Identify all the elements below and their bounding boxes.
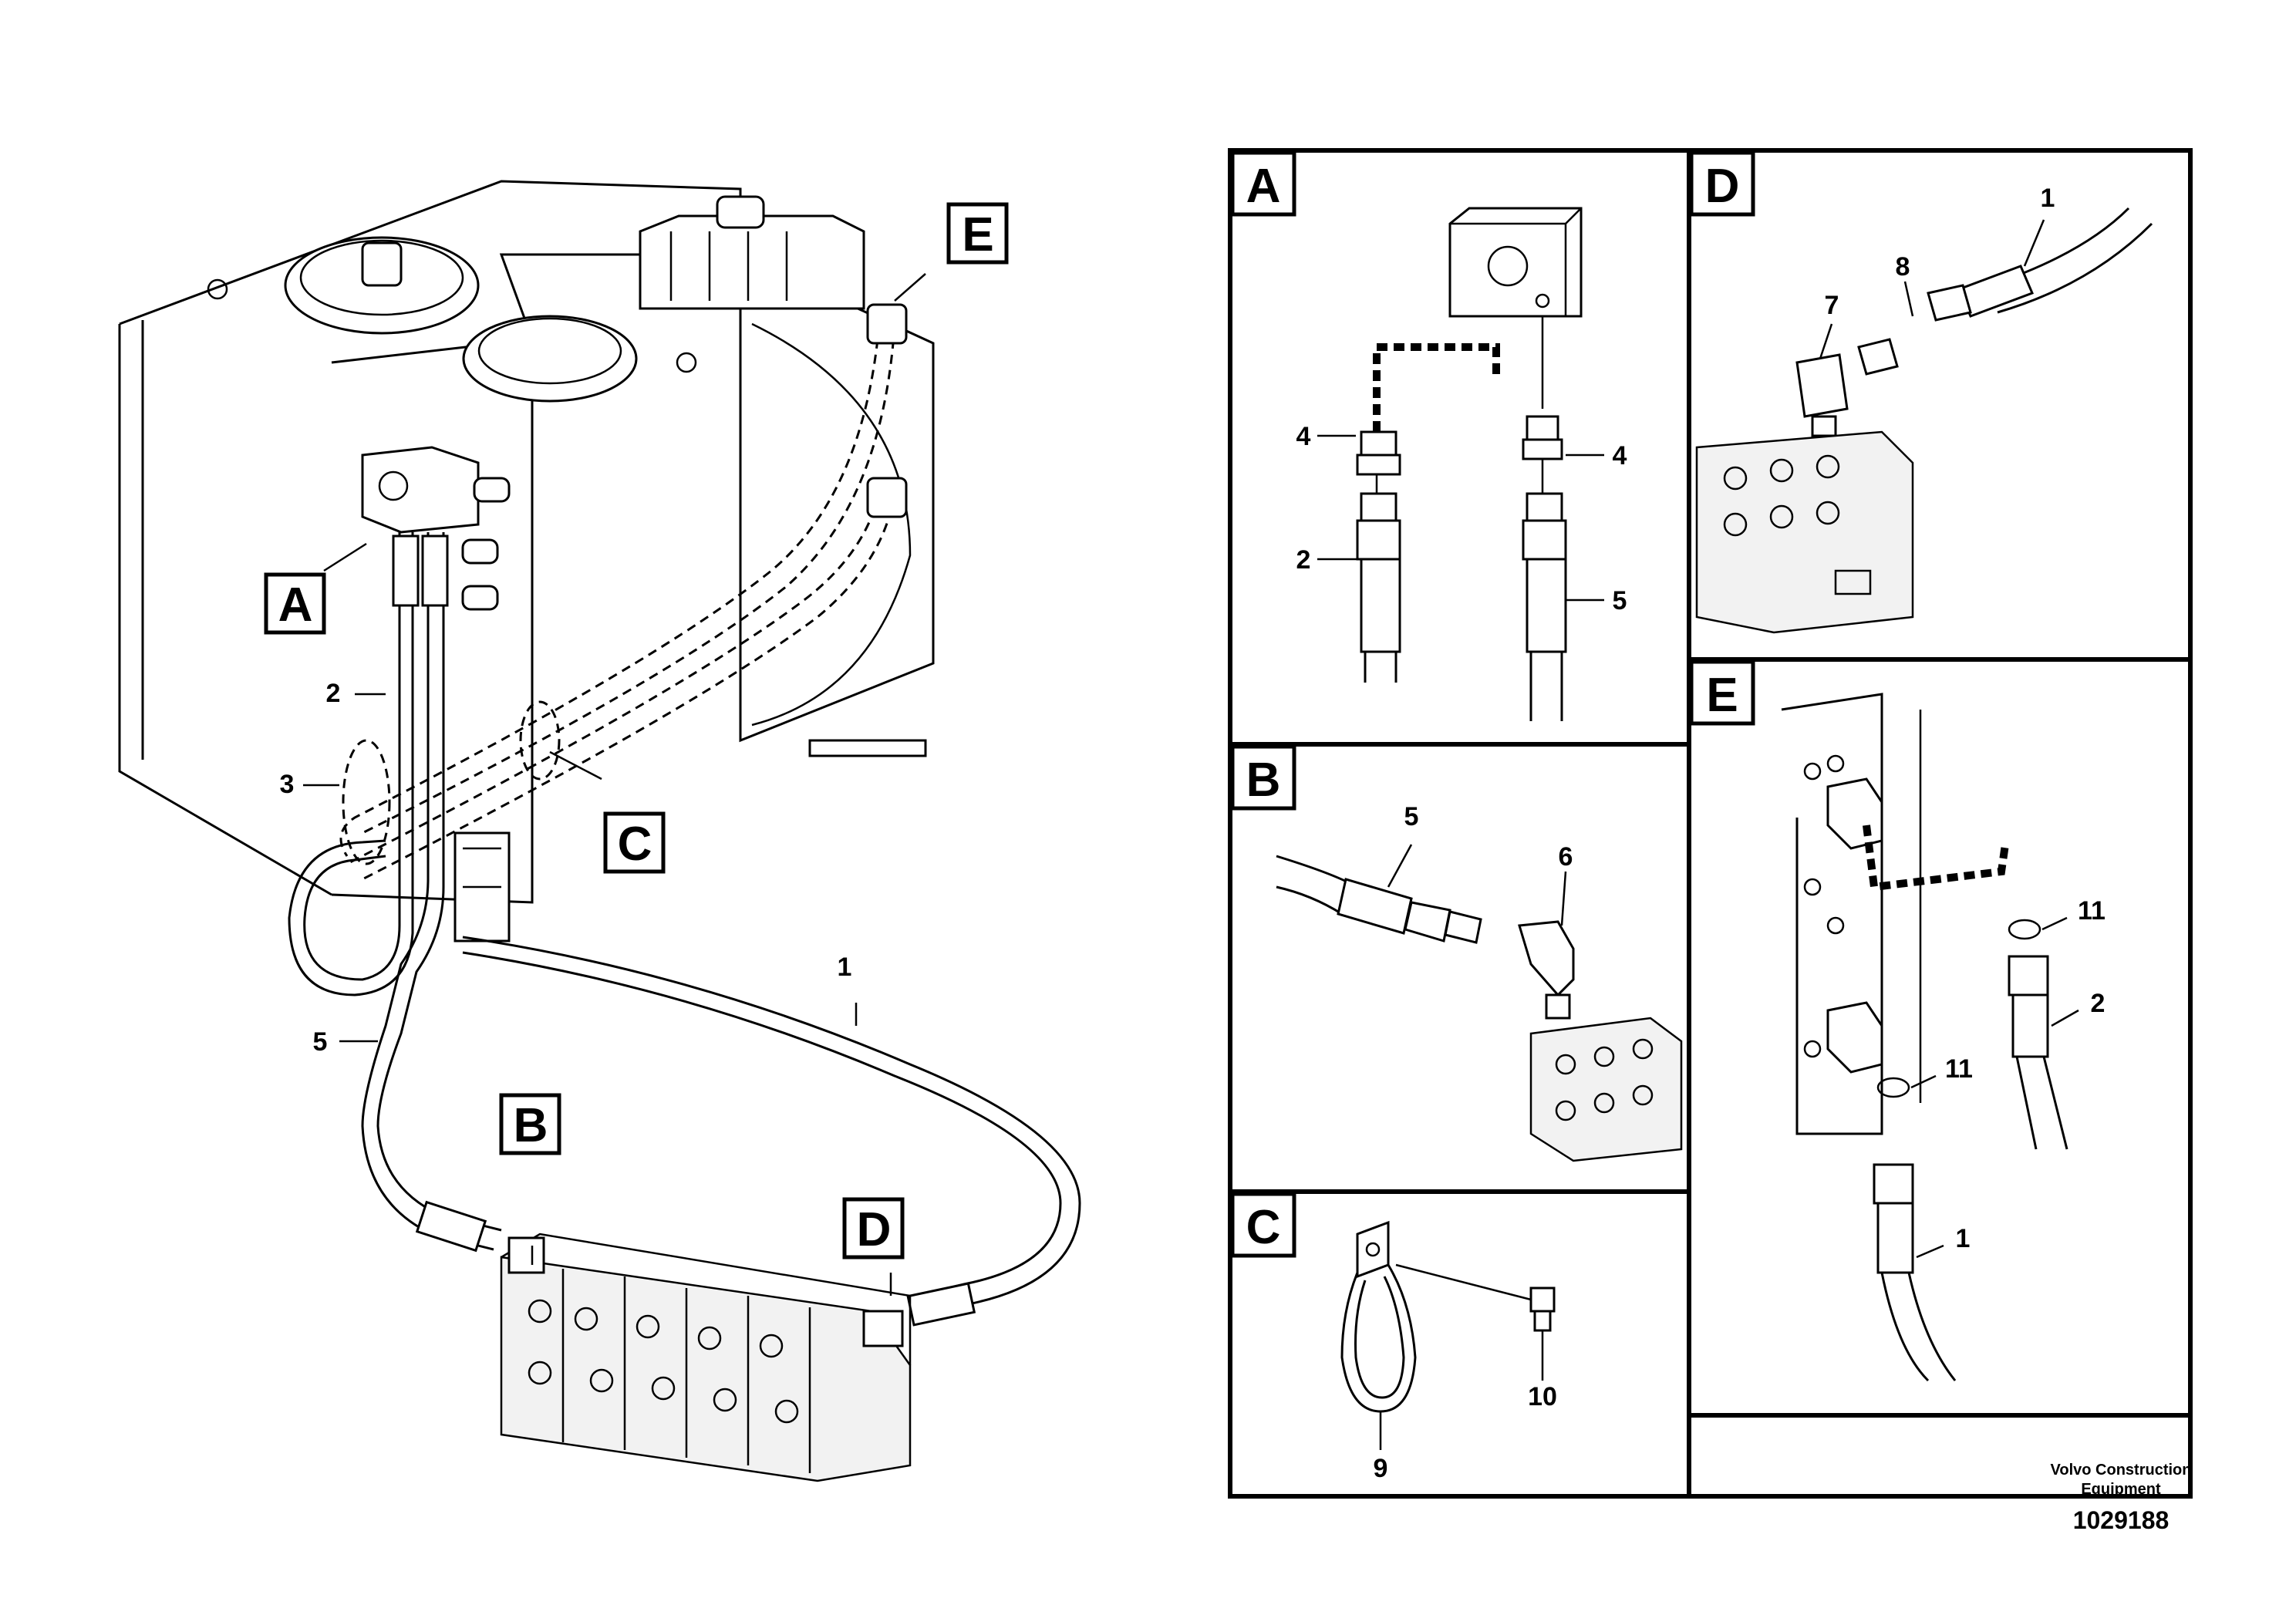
callout-c-9: 9 (1374, 1454, 1388, 1483)
tag-e-main: E (962, 208, 993, 261)
tag-d-detail: D (1705, 160, 1740, 213)
detail-e: E 11 2 11 1 (1689, 659, 2106, 1382)
callout-d-1: 1 (2041, 184, 2055, 213)
detail-b: B 5 6 (1230, 744, 1683, 1162)
callout-5: 5 (313, 1027, 328, 1057)
callout-b-6: 6 (1559, 842, 1573, 872)
callout-c-10: 10 (1528, 1382, 1557, 1411)
company-name-line2: Equipment (2081, 1481, 2161, 1498)
main-view: A B C D E 1 2 3 5 (118, 180, 1081, 1482)
callout-d-7: 7 (1825, 291, 1839, 320)
callout-e-11-lower: 11 (1945, 1054, 1973, 1084)
callout-e-2: 2 (2091, 989, 2106, 1018)
callout-a-5: 5 (1613, 586, 1627, 615)
tag-a-detail: A (1246, 160, 1281, 213)
detail-d: D 1 8 7 (1689, 150, 2153, 634)
drawing-number: 1029188 (2073, 1506, 2170, 1534)
control-valve-bank (500, 1233, 912, 1482)
tag-e-detail: E (1706, 669, 1738, 722)
tag-d-main: D (857, 1203, 892, 1256)
detail-c: C 10 9 (1230, 1192, 1557, 1483)
callout-a-4-left: 4 (1296, 422, 1311, 451)
tag-a-main: A (278, 578, 313, 632)
company-name-line1: Volvo Construction (2051, 1462, 2192, 1479)
callout-1: 1 (838, 953, 852, 982)
tag-c-detail: C (1246, 1201, 1281, 1254)
hoses (288, 532, 1081, 1327)
dashed-hoses (339, 303, 908, 881)
callout-e-1: 1 (1956, 1224, 1971, 1253)
callout-b-5: 5 (1404, 802, 1419, 831)
hydraulic-tank (118, 180, 935, 943)
callout-a-2: 2 (1296, 545, 1311, 575)
callout-e-11-upper: 11 (2078, 896, 2106, 926)
callout-a-4-right: 4 (1613, 441, 1627, 470)
callout-3: 3 (280, 770, 295, 799)
callout-2: 2 (326, 679, 341, 708)
callout-d-8: 8 (1896, 252, 1910, 282)
detail-a: A 4 4 2 5 (1230, 150, 1627, 721)
footer: Volvo Construction Equipment 1029188 (2051, 1462, 2192, 1534)
tag-b-detail: B (1246, 754, 1281, 807)
detail-panels (1228, 148, 2193, 1499)
tag-c-main: C (618, 818, 652, 871)
tag-b-main: B (514, 1099, 548, 1152)
